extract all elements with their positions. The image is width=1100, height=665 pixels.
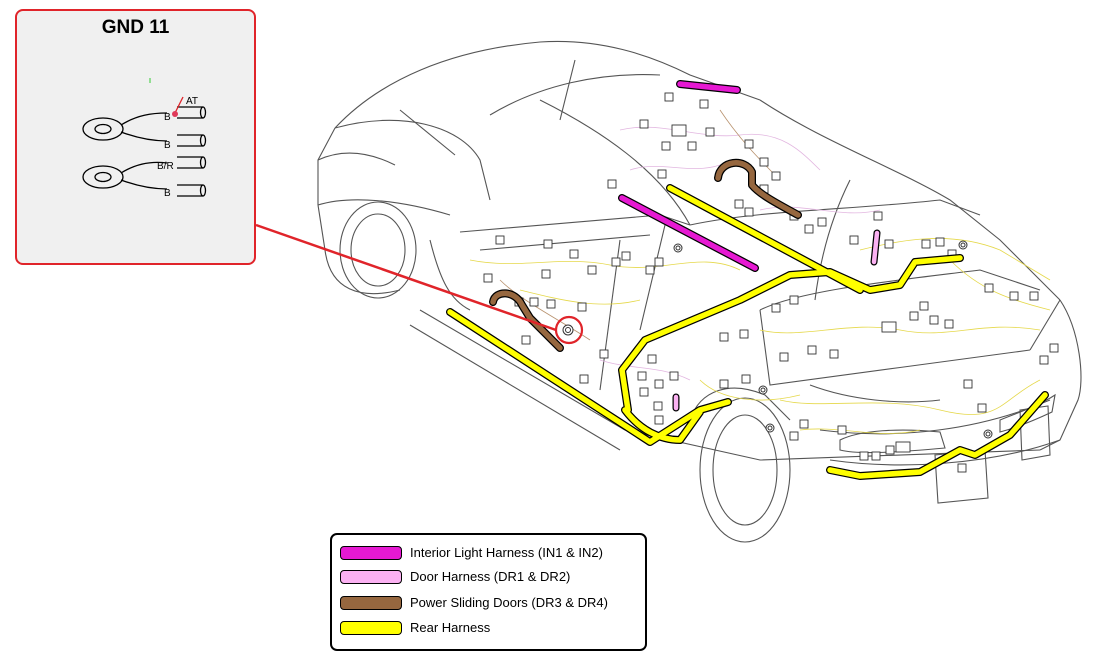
- label-wire-4: B: [164, 188, 171, 199]
- ground-terminal-illustration: [82, 78, 207, 197]
- interior-light-harness: [618, 80, 759, 272]
- label-wire-1: B: [164, 112, 171, 123]
- legend-label: Power Sliding Doors (DR3 & DR4): [410, 595, 608, 610]
- inset-title: GND 11: [101, 17, 170, 38]
- gnd11-inset: GND 11 AT B B B/R B: [15, 9, 256, 265]
- rear-harness: [446, 184, 1049, 480]
- legend-label: Interior Light Harness (IN1 & IN2): [410, 545, 603, 560]
- legend-swatch: [340, 596, 402, 610]
- ring-terminal-lower-icon: [82, 156, 207, 197]
- connectors: [483, 92, 1059, 473]
- ring-terminal-upper-icon: [82, 106, 207, 147]
- legend-swatch: [340, 621, 402, 635]
- label-at: AT: [186, 96, 199, 107]
- legend-label: Rear Harness: [410, 620, 491, 635]
- harness-legend: Interior Light Harness (IN1 & IN2) Door …: [330, 533, 647, 651]
- power-sliding-door-harness: [489, 159, 802, 352]
- label-wire-2: B: [164, 140, 171, 151]
- door-harness: [672, 229, 881, 412]
- label-wire-3: B/R: [157, 161, 174, 172]
- callout-line: [255, 223, 557, 332]
- ground-points: [673, 240, 993, 439]
- car-body-outline: [317, 40, 1082, 543]
- gnd11-location: [554, 315, 584, 345]
- legend-swatch: [340, 570, 402, 584]
- legend-swatch: [340, 546, 402, 560]
- legend-label: Door Harness (DR1 & DR2): [410, 569, 571, 584]
- thin-wiring: [469, 109, 1051, 434]
